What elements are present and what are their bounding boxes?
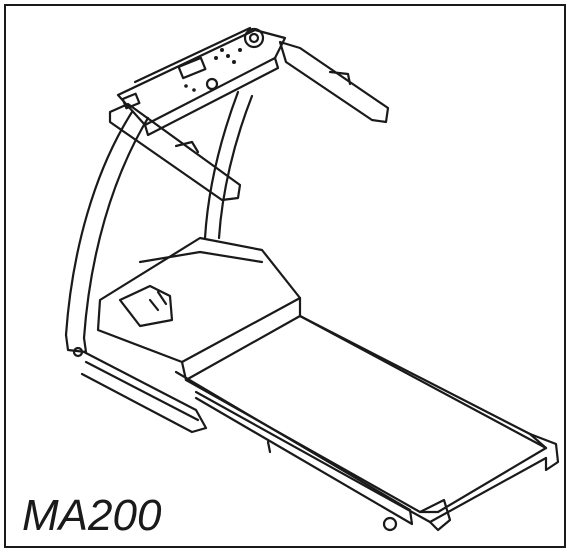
document-frame	[4, 4, 566, 548]
model-label: MA200	[22, 491, 162, 540]
